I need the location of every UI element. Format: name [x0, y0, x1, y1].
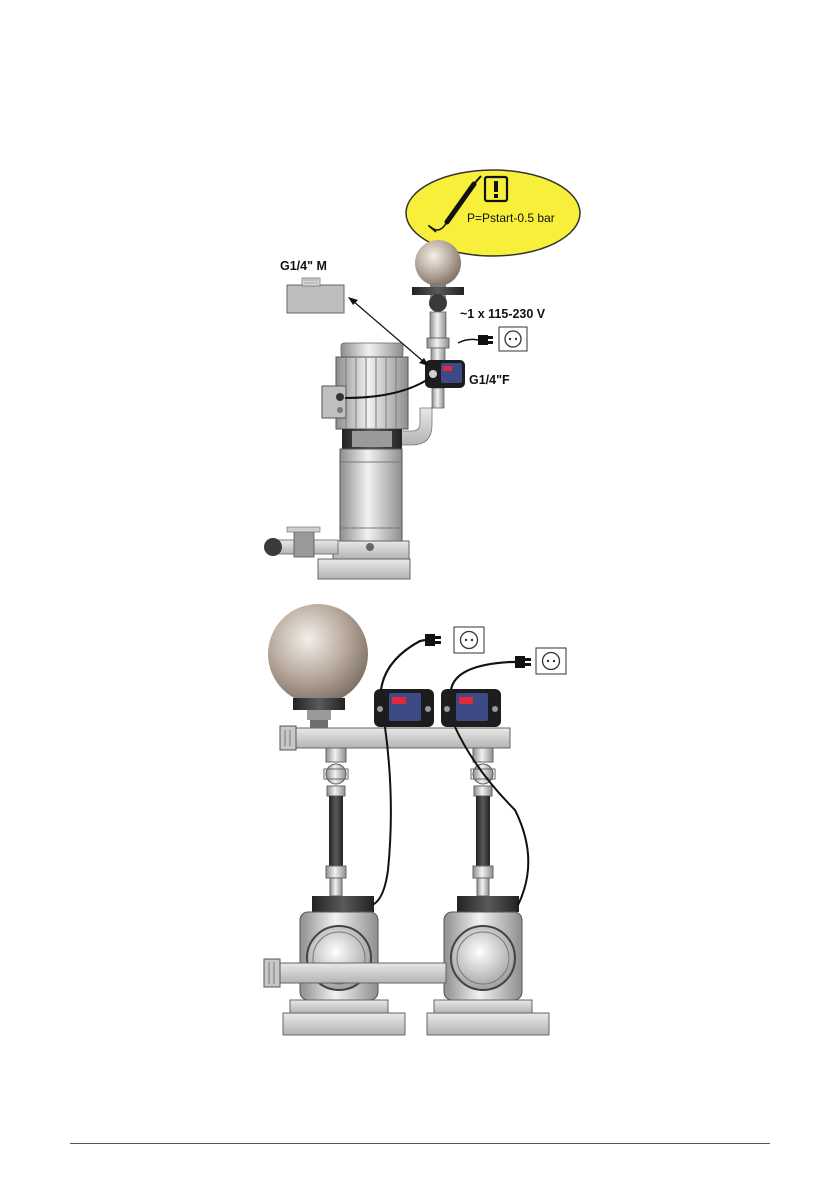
socket-icon: [499, 327, 527, 351]
pressure-controller-2: [441, 689, 501, 727]
fitting-female-label: G1/4"F: [469, 373, 510, 387]
discharge-manifold: [280, 726, 510, 750]
voltage-label: ~1 x 115-230 V: [460, 307, 546, 321]
suction-manifold: [264, 959, 446, 987]
socket-icon: [454, 627, 484, 653]
socket-icon: [536, 648, 566, 674]
fitting-male-label: G1/4" M: [280, 259, 327, 273]
footer-rule: [70, 1143, 770, 1144]
pressure-controller-1: [374, 689, 434, 727]
warning-text: P=Pstart-0.5 bar: [467, 211, 555, 225]
bottom-diagram: [247, 599, 567, 1041]
top-diagram: P=Pstart-0.5 bar: [247, 163, 580, 581]
pressure-controller-top: [425, 360, 465, 388]
exclamation-icon: [485, 177, 507, 201]
